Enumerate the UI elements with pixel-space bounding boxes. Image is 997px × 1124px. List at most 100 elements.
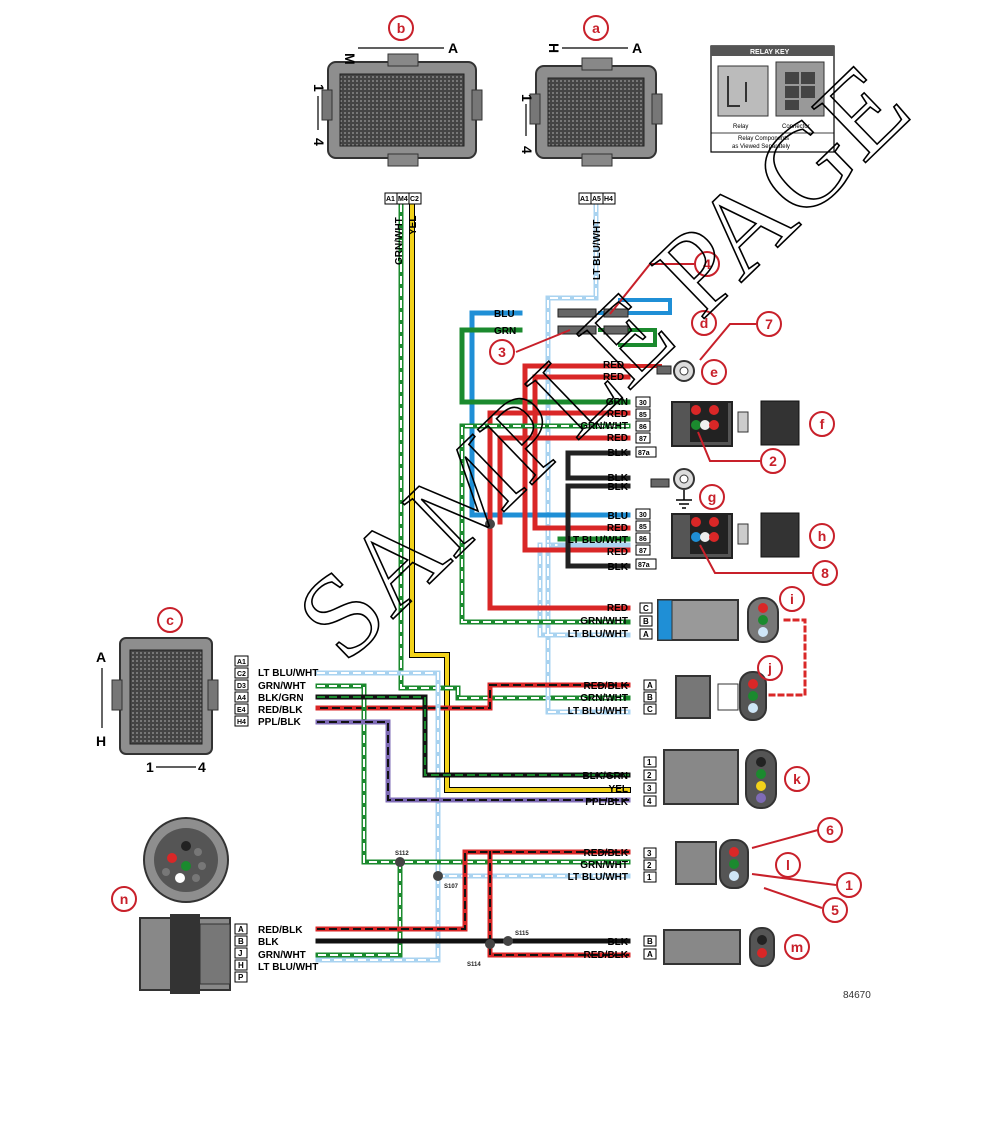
wire-label-lt-blu-wht-c: LT BLU/WHT bbox=[258, 668, 318, 679]
connector-a-num-1: 1 bbox=[519, 94, 535, 102]
relay-key-caption-1: Relay Components bbox=[738, 136, 789, 142]
wire-label-blk-n: BLK bbox=[258, 937, 279, 948]
pin-b-c2: C2 bbox=[410, 196, 419, 203]
relay-f-pin-30: 30 bbox=[639, 400, 647, 407]
wire-label-blk-h: BLK bbox=[607, 562, 628, 573]
wire-label-red-blk-m: RED/BLK bbox=[584, 950, 629, 961]
wire-label-blu-h: BLU bbox=[607, 511, 628, 522]
callout-e: e bbox=[701, 359, 727, 385]
callout-d-label: d bbox=[700, 315, 709, 331]
wire-label-red-h87: RED bbox=[607, 547, 628, 558]
wire-label-blk-grn-c: BLK/GRN bbox=[258, 693, 304, 704]
connector-c-pin-a4: A4 bbox=[237, 695, 246, 702]
splice-s107 bbox=[433, 871, 443, 881]
wire-label-blk-f: BLK bbox=[607, 448, 628, 459]
number-2: 2 bbox=[760, 448, 786, 474]
callout-c-label: c bbox=[166, 612, 174, 628]
connector-j-pin-a: A bbox=[647, 681, 653, 690]
connector-a-letter-h: H bbox=[546, 43, 562, 53]
connector-c-pin-h4: H4 bbox=[237, 719, 246, 726]
fuse-holders bbox=[557, 308, 629, 335]
connector-b-num-1: 1 bbox=[311, 84, 327, 92]
wire-label-blk-g1: BLK bbox=[607, 473, 628, 484]
connector-l-pin-2: 2 bbox=[647, 861, 652, 870]
splice-label-s107: S107 bbox=[444, 884, 459, 890]
wire-label-red-f87: RED bbox=[607, 433, 628, 444]
number-2-label: 2 bbox=[769, 453, 777, 469]
connector-k-pin-4: 4 bbox=[647, 797, 652, 806]
connector-j bbox=[675, 671, 767, 721]
callout-g: g bbox=[699, 484, 725, 510]
splice-label-s115: S115 bbox=[515, 931, 529, 937]
callout-k-label: k bbox=[793, 771, 801, 787]
wire-label-red-f85: RED bbox=[607, 409, 628, 420]
wires bbox=[315, 202, 807, 963]
connector-c-pin-c2: C2 bbox=[237, 671, 246, 678]
callout-c: c bbox=[157, 607, 183, 633]
relay-pins-f: 30 85 86 87 87a bbox=[635, 396, 657, 458]
wire-label-blu: BLU bbox=[494, 309, 515, 320]
connector-c-letter-h: H bbox=[96, 733, 106, 749]
connector-c-num-1: 1 bbox=[146, 759, 154, 775]
splice-s115 bbox=[503, 936, 513, 946]
callout-l-label: l bbox=[786, 857, 790, 873]
wire-label-lt-blu-wht-j: LT BLU/WHT bbox=[568, 706, 628, 717]
splice-dot bbox=[485, 519, 495, 529]
connector-k-pin-2: 2 bbox=[647, 771, 652, 780]
relay-f-pin-86: 86 bbox=[639, 424, 647, 431]
connector-b bbox=[321, 53, 483, 167]
wire-label-grn-wht-j: GRN/WHT bbox=[580, 693, 628, 704]
relay-h-pin-87: 87 bbox=[639, 548, 647, 555]
callout-i: i bbox=[779, 586, 805, 612]
connector-n-pin-b: B bbox=[238, 937, 244, 946]
wire-label-red-blk-j: RED/BLK bbox=[584, 681, 629, 692]
number-1: 1 bbox=[836, 872, 862, 898]
number-3-label: 3 bbox=[498, 344, 506, 360]
relay-key-relay-label: Relay bbox=[733, 124, 748, 130]
numbered-circles: 4 3 7 2 8 6 1 5 bbox=[489, 251, 862, 923]
figure-number: 84670 bbox=[843, 990, 871, 1001]
wire-label-grn-wht-n: GRN/WHT bbox=[258, 950, 306, 961]
relay-key bbox=[710, 45, 835, 153]
relay-h-pin-30: 30 bbox=[639, 512, 647, 519]
connector-l-pin-1: 1 bbox=[647, 873, 652, 882]
connector-m bbox=[663, 927, 775, 967]
wire-label-lt-blu-wht-n: LT BLU/WHT bbox=[258, 962, 318, 973]
callout-l: l bbox=[775, 852, 801, 878]
wire-label-grn-f: GRN bbox=[606, 397, 628, 408]
connector-m-pin-a: A bbox=[647, 950, 653, 959]
connector-m-pin-b: B bbox=[647, 937, 653, 946]
ground-terminal-g bbox=[650, 468, 695, 509]
connector-a-num-4: 4 bbox=[519, 146, 535, 154]
number-4-label: 4 bbox=[703, 256, 711, 272]
number-6: 6 bbox=[817, 817, 843, 843]
wire-label-grn-wht-l: GRN/WHT bbox=[580, 860, 628, 871]
splices bbox=[395, 519, 513, 949]
relay-key-caption-2: as Viewed Separately bbox=[732, 144, 790, 150]
callout-i-label: i bbox=[790, 591, 794, 607]
wire-label-ppl-blk-k: PPL/BLK bbox=[585, 797, 629, 808]
wire-label-lt-blu-wht-l: LT BLU/WHT bbox=[568, 872, 628, 883]
callout-b: b bbox=[388, 15, 414, 41]
ring-terminal-e bbox=[656, 360, 695, 382]
relay-pins-h: 30 85 86 87 87a bbox=[635, 508, 657, 570]
splice-s114 bbox=[485, 939, 495, 949]
relay-key-connector-label: Connector bbox=[782, 124, 810, 130]
number-5-label: 5 bbox=[831, 902, 839, 918]
relay-h bbox=[671, 512, 800, 559]
connector-n-pin-j: J bbox=[238, 949, 242, 958]
callout-m-label: m bbox=[791, 939, 803, 955]
callout-n-label: n bbox=[120, 891, 129, 907]
callout-h: h bbox=[809, 523, 835, 549]
connector-l bbox=[675, 839, 749, 889]
number-3: 3 bbox=[489, 339, 515, 365]
connector-c-pin-a1: A1 bbox=[237, 659, 246, 666]
pin-a-a1: A1 bbox=[580, 196, 589, 203]
relay-h-pin-86: 86 bbox=[639, 536, 647, 543]
callout-d: d bbox=[691, 310, 717, 336]
connector-c-pin-d3: D3 bbox=[237, 683, 246, 690]
connector-c-pin-e4: E4 bbox=[237, 707, 246, 714]
connector-c-num-4: 4 bbox=[198, 759, 206, 775]
connector-c-letter-a: A bbox=[96, 649, 106, 665]
relay-h-pin-87a: 87a bbox=[638, 562, 650, 569]
